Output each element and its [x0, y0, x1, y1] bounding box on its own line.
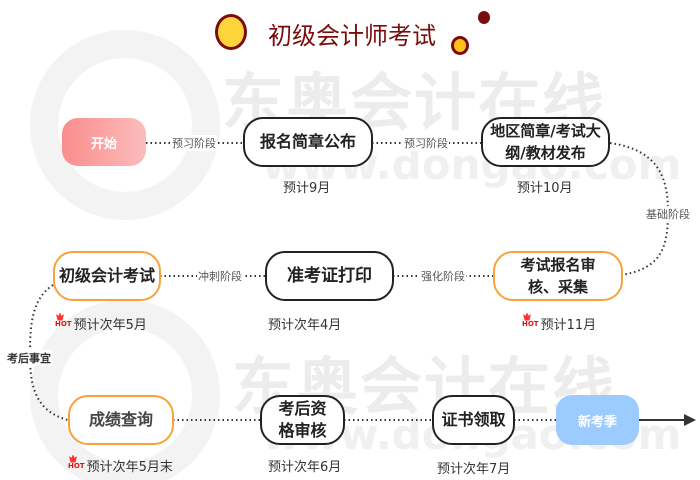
stage-label: 冲刺阶段: [197, 268, 243, 284]
step-date: 预计次年7月: [437, 462, 511, 477]
stage-label: 强化阶段: [420, 268, 466, 284]
step-date: 预计次年6月: [268, 460, 342, 475]
step-label: 准考证打印: [287, 266, 372, 286]
step-label: 考后资格审核: [278, 399, 327, 440]
page-title: 初级会计师考试: [268, 22, 436, 50]
stage-label: 基础阶段: [645, 206, 691, 222]
new-season-node[interactable]: 新考季: [556, 395, 639, 445]
step-qualification-review[interactable]: 考后资格审核: [260, 395, 345, 445]
step-registration-review[interactable]: 考试报名审核、采集: [493, 251, 623, 301]
arrow-head-icon: [684, 414, 696, 426]
start-node[interactable]: 开始: [62, 118, 146, 166]
step-label: 报名简章公布: [259, 132, 356, 151]
hot-badge-icon: HOT: [55, 319, 72, 328]
step-label: 证书领取: [441, 410, 506, 429]
step-date: 预计9月: [283, 181, 331, 196]
step-label: 地区简章/考试大纲/教材发布: [490, 122, 601, 162]
stage-label: 考后事宜: [6, 350, 52, 366]
step-syllabus-release[interactable]: 地区简章/考试大纲/教材发布: [481, 117, 610, 167]
new-season-label: 新考季: [577, 414, 617, 430]
step-admission-ticket[interactable]: 准考证打印: [265, 251, 394, 301]
step-date: 预计10月: [517, 181, 573, 196]
step-label: 初级会计考试: [59, 266, 156, 285]
hot-badge-icon: HOT: [68, 461, 85, 470]
step-score-query[interactable]: 成绩查询: [68, 395, 174, 445]
step-label: 考试报名审核、采集: [520, 256, 596, 296]
step-date: 预计次年4月: [268, 318, 342, 333]
step-registration-notice[interactable]: 报名简章公布: [243, 117, 373, 167]
connector: [28, 284, 69, 421]
step-label: 成绩查询: [88, 410, 153, 429]
start-label: 开始: [90, 136, 117, 152]
step-certificate-pickup[interactable]: 证书领取: [432, 395, 515, 445]
hot-badge-icon: HOT: [522, 319, 539, 328]
decor-dot-icon: [478, 11, 490, 24]
decor-circle-icon: [451, 36, 469, 55]
decor-circle-icon: [215, 14, 247, 50]
step-exam[interactable]: 初级会计考试: [53, 251, 161, 301]
stage-label: 预习阶段: [171, 135, 217, 151]
stage-label: 预习阶段: [403, 135, 449, 151]
